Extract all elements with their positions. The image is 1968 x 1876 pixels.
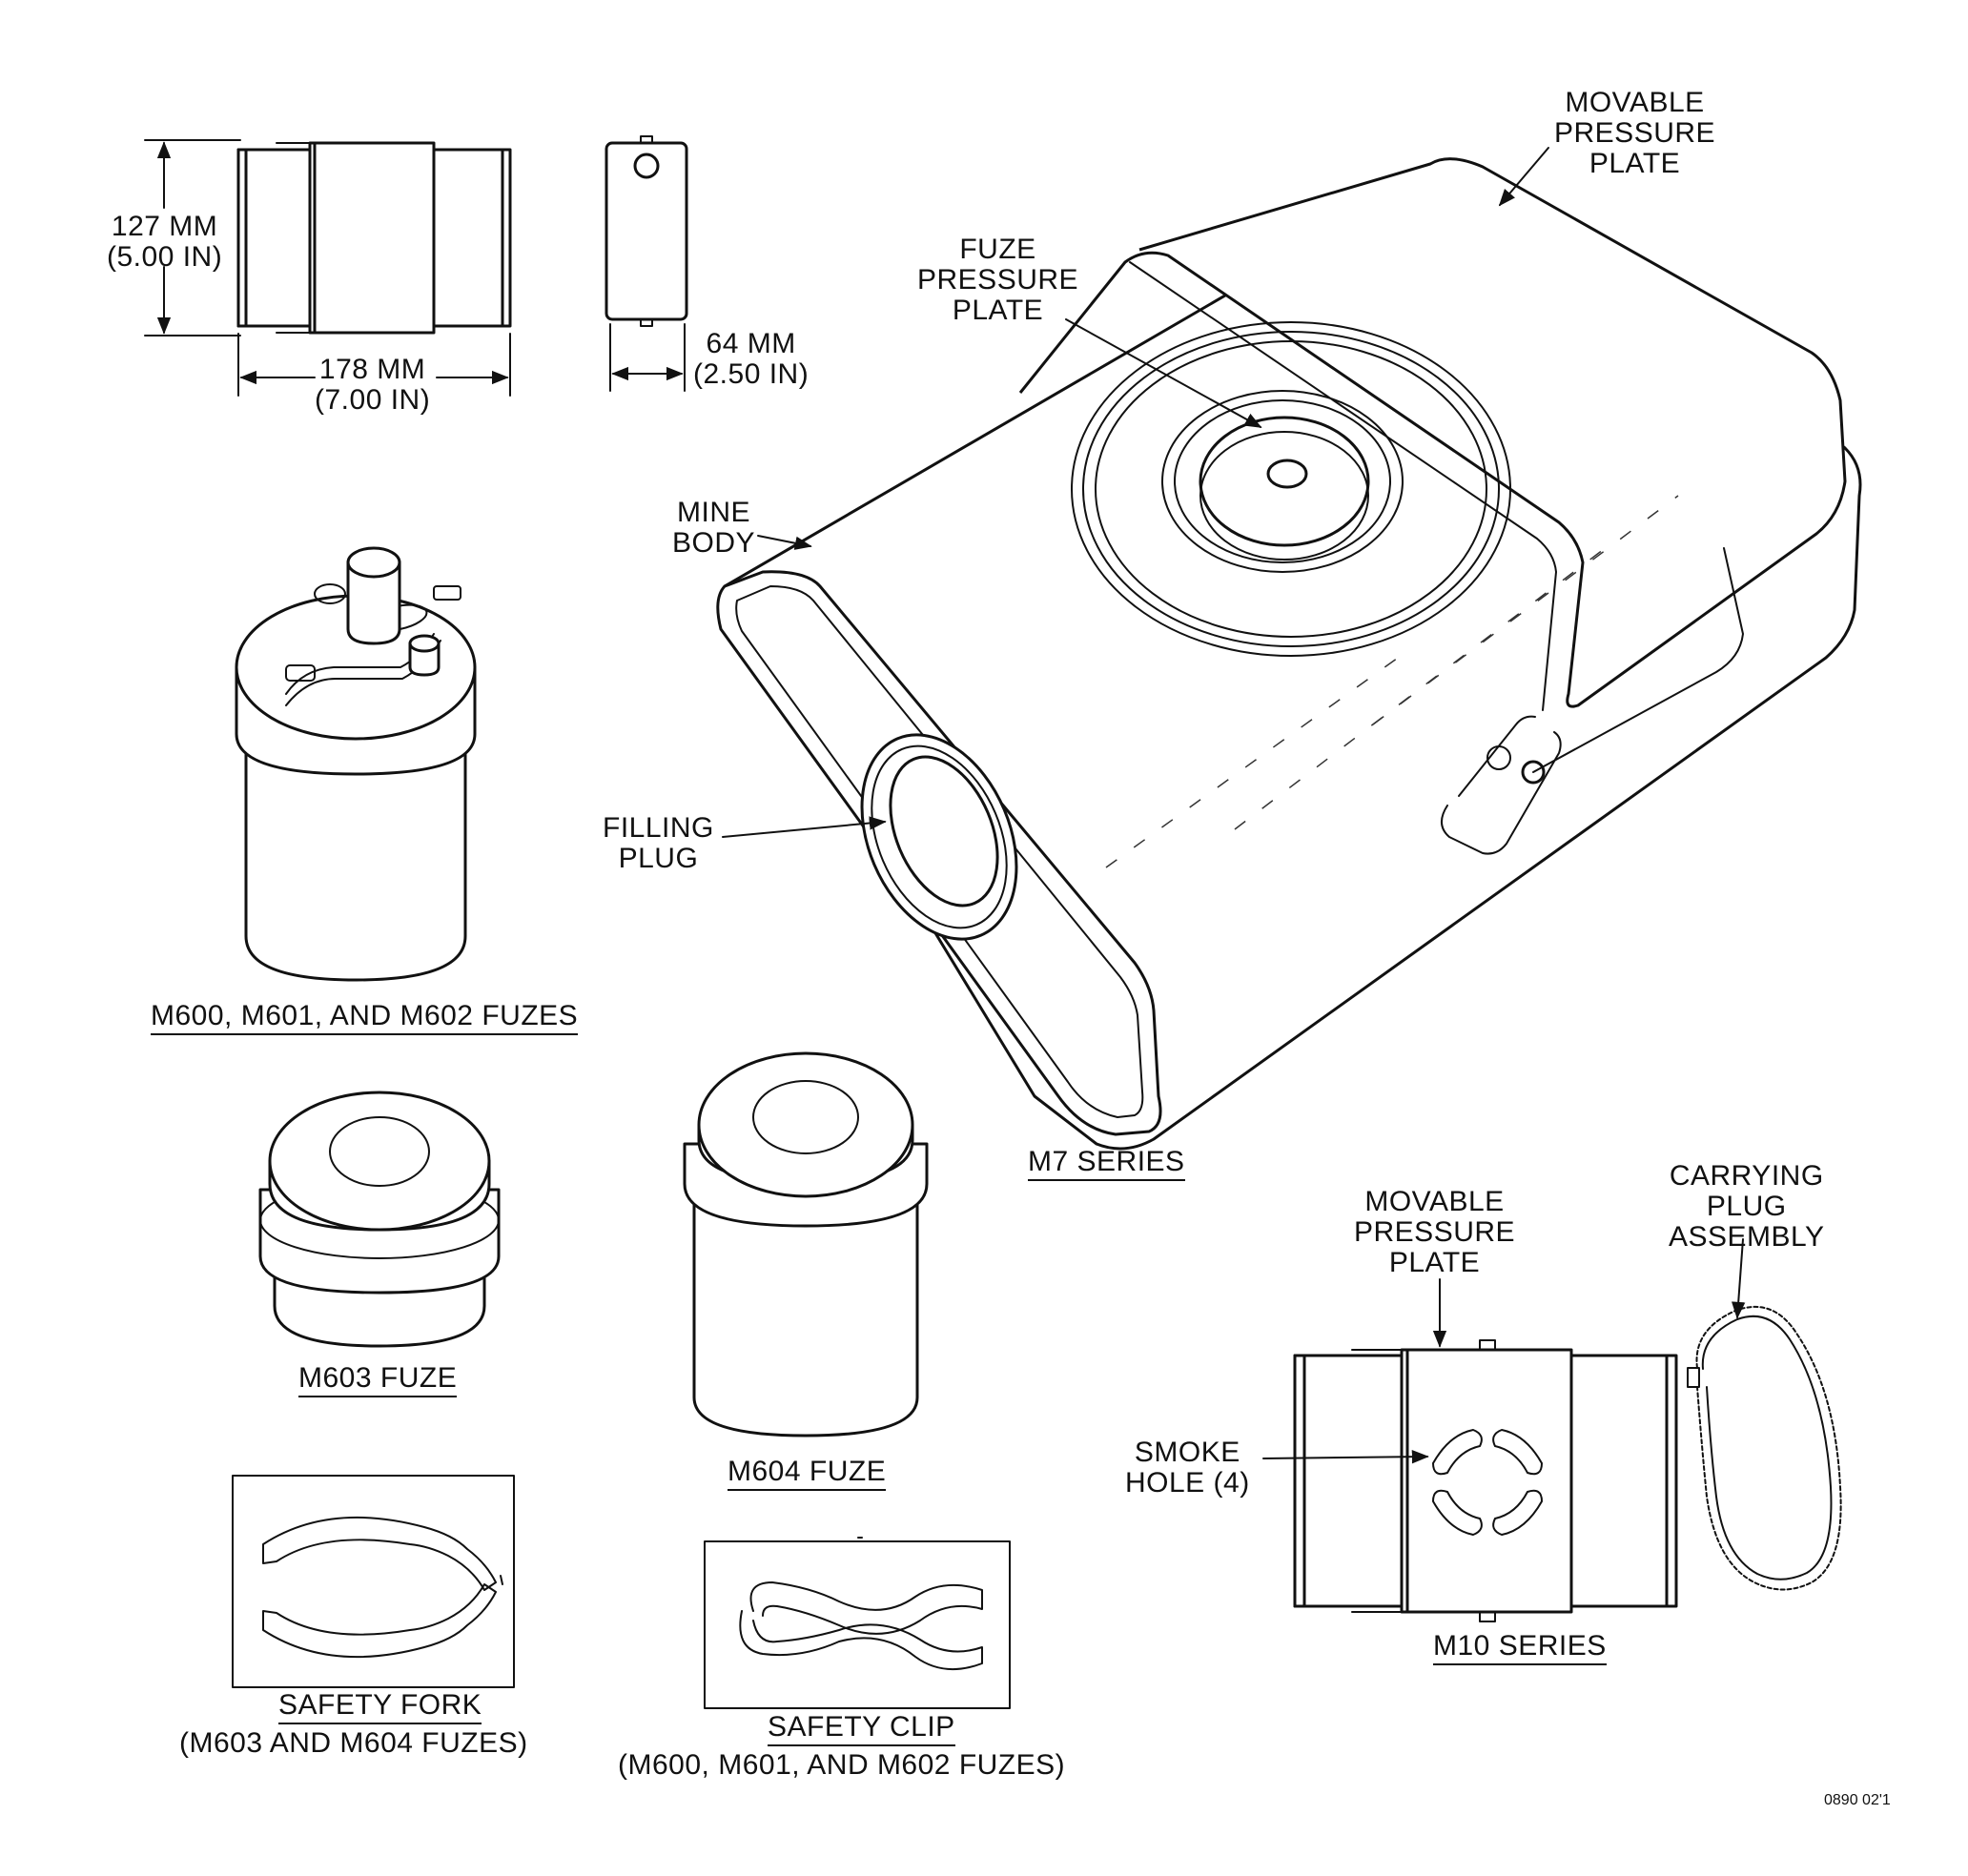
label-safety-clip-note: (M600, M601, AND M602 FUZES) xyxy=(618,1749,1066,1781)
label-depth-dimension: 64 MM (2.50 IN) xyxy=(693,328,810,390)
label-width-dimension: 178 MM (7.00 IN) xyxy=(315,354,431,416)
m604-fuze-drawing xyxy=(683,1051,929,1438)
mine-body-leader xyxy=(757,535,812,550)
label-mine-body: MINE BODY xyxy=(672,497,756,559)
m10-end-view xyxy=(605,135,688,327)
label-smoke-hole: SMOKE HOLE (4) xyxy=(1125,1437,1250,1499)
caption-m603-fuze: M603 FUZE xyxy=(298,1363,458,1397)
m603-fuze-drawing xyxy=(258,1091,501,1348)
depth-dimension xyxy=(609,323,686,392)
m10-mine-drawing xyxy=(1293,1305,1842,1622)
caption-m10-series: M10 SERIES xyxy=(1433,1631,1607,1665)
caption-safety-fork: SAFETY FORK xyxy=(278,1690,482,1724)
label-movable-pressure-plate-m10: MOVABLE PRESSURE PLATE xyxy=(1354,1186,1516,1278)
caption-m7-series: M7 SERIES xyxy=(1028,1147,1185,1181)
caption-safety-clip: SAFETY CLIP xyxy=(768,1712,955,1746)
filling-plug-leader xyxy=(722,816,887,838)
figure-code: 0890 02'1 xyxy=(1824,1792,1891,1808)
m600-fuze-drawing xyxy=(235,546,477,982)
movable-plate-top-leader xyxy=(1498,147,1549,207)
width-dimension xyxy=(237,333,511,397)
label-safety-fork-note: (M603 AND M604 FUZES) xyxy=(179,1727,528,1759)
m7-mine-drawing xyxy=(716,157,1862,1151)
label-filling-plug: FILLING PLUG xyxy=(603,812,714,874)
label-fuze-pressure-plate: FUZE PRESSURE PLATE xyxy=(917,234,1079,326)
label-height-dimension: 127 MM (5.00 IN) xyxy=(107,211,223,273)
label-movable-pressure-plate-m7: MOVABLE PRESSURE PLATE xyxy=(1554,87,1716,179)
caption-m600-fuzes: M600, M601, AND M602 FUZES xyxy=(151,1001,579,1035)
smoke-hole-leader xyxy=(1262,1449,1429,1464)
caption-m604-fuze: M604 FUZE xyxy=(728,1457,887,1491)
m10-side-view xyxy=(236,141,512,335)
safety-fork-drawing xyxy=(232,1475,515,1688)
fuze-plate-leader xyxy=(1065,318,1262,428)
label-carrying-plug-assembly: CARRYING PLUG ASSEMBLY xyxy=(1669,1160,1825,1253)
carrying-plug-leader xyxy=(1732,1238,1746,1319)
height-dimension xyxy=(144,139,241,336)
safety-clip-drawing xyxy=(704,1537,1011,1709)
